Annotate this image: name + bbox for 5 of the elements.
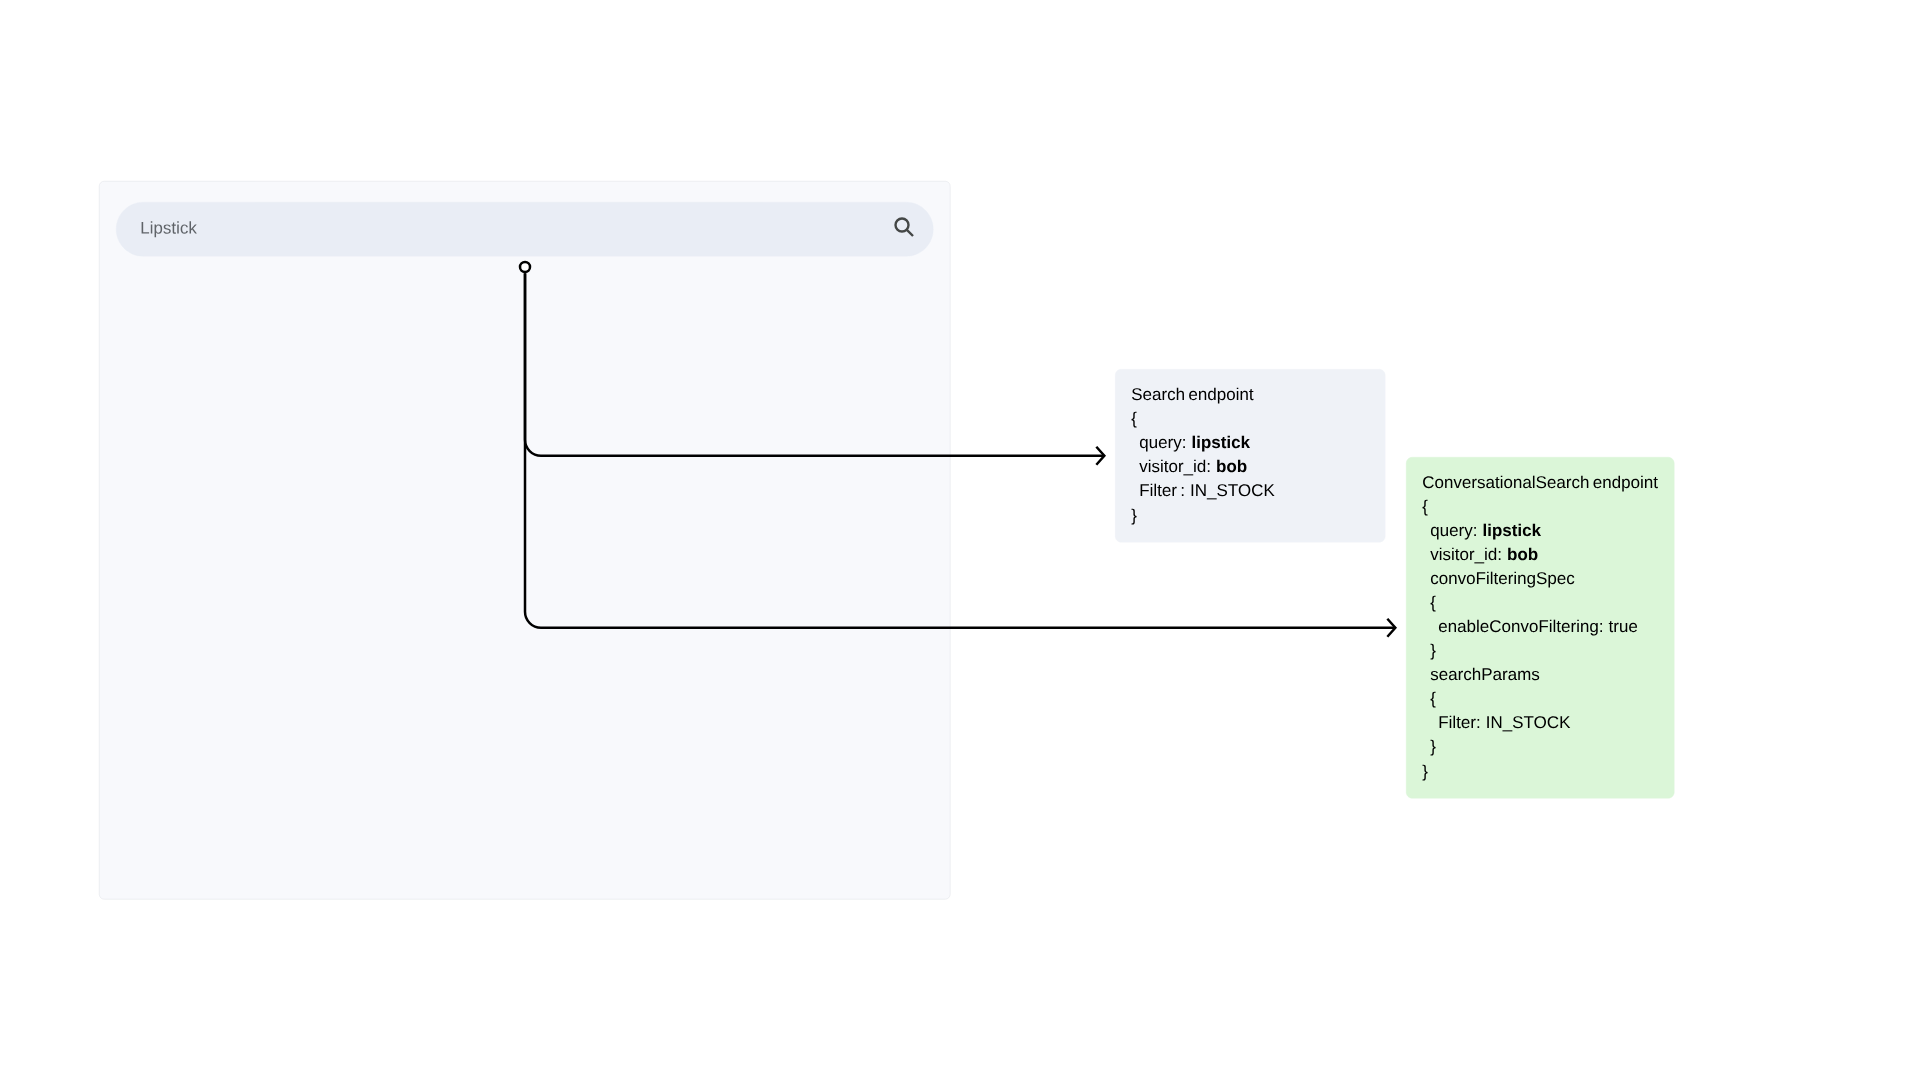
code-box: ConversationalSearch endpoint { query: lipstick visitor_id: bob convoFilteringSpec { enableConvoFiltering: true } searchParams { Filter: IN_STOCK } } [1406,457,1675,799]
search-bar: Lipstick [116,202,934,257]
arrow [523,273,1397,638]
code-box: Search endpoint { query: lipstick visitor_id: bob Filter : IN_STOCK } [1115,369,1386,543]
app-panel [99,181,951,900]
